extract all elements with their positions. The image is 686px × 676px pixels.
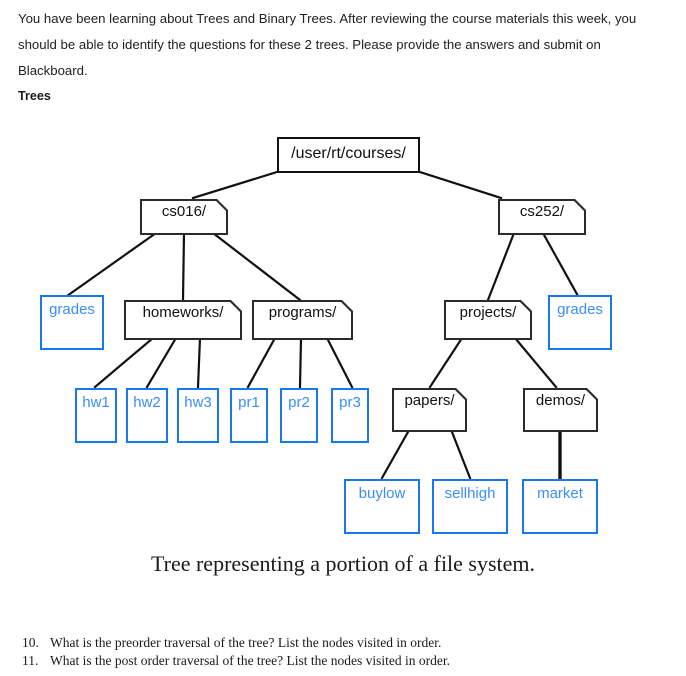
edge-cs016-homeworks xyxy=(181,231,186,302)
node-body xyxy=(142,201,226,233)
node-body xyxy=(500,201,584,233)
node-label: demos/ xyxy=(535,392,586,409)
edge-cs016-programs xyxy=(211,231,302,302)
node-label: cs016/ xyxy=(161,203,207,220)
node-body xyxy=(126,302,240,338)
edge-cs016-grades xyxy=(65,231,158,298)
node-homeworks[interactable]: homeworks/ xyxy=(124,300,242,340)
edge-root-cs016 xyxy=(191,170,279,200)
edge-homeworks-hw3 xyxy=(196,336,202,389)
edge-programs-pr1 xyxy=(246,336,277,389)
node-label: hw2 xyxy=(133,394,161,411)
question-text: What is the preorder traversal of the tr… xyxy=(50,635,442,650)
question-number: 11. xyxy=(22,653,39,668)
node-cs252[interactable]: cs252/ xyxy=(498,199,586,235)
node-label: projects/ xyxy=(459,304,517,321)
node-body xyxy=(525,390,596,430)
node-label: cs252/ xyxy=(519,203,565,220)
edge-homeworks-hw1 xyxy=(93,336,155,389)
tree-diagram: /user/rt/courses/ cs016/ cs252/ grades h… xyxy=(0,120,686,570)
node-body xyxy=(394,390,465,430)
node-buylow[interactable]: buylow xyxy=(344,479,420,534)
question-item: 11. What is the post order traversal of … xyxy=(22,652,662,670)
edge-homeworks-hw2 xyxy=(145,336,178,389)
tree-edges xyxy=(65,170,580,480)
node-pr3[interactable]: pr3 xyxy=(331,388,369,443)
node-label: pr3 xyxy=(339,394,361,411)
node-label: pr2 xyxy=(288,394,310,411)
questions-list: 10. What is the preorder traversal of th… xyxy=(22,634,662,670)
edge-projects-demos xyxy=(513,336,558,389)
node-label: sellhigh xyxy=(444,485,496,502)
edge-programs-pr2 xyxy=(298,336,303,389)
intro-paragraph: You have been learning about Trees and B… xyxy=(18,11,637,78)
node-demos[interactable]: demos/ xyxy=(523,388,598,432)
node-label: programs/ xyxy=(268,304,337,321)
node-label: homeworks/ xyxy=(142,304,224,321)
edge-papers-buylow xyxy=(380,430,410,480)
edge-cs252-projects xyxy=(486,231,516,302)
edge-papers-sellhigh xyxy=(450,430,472,480)
node-label: buylow xyxy=(358,485,406,502)
node-label: market xyxy=(537,485,583,502)
figure-caption: Tree representing a portion of a file sy… xyxy=(150,551,536,576)
node-cs016[interactable]: cs016/ xyxy=(140,199,228,235)
node-programs[interactable]: programs/ xyxy=(252,300,353,340)
node-grades-right[interactable]: grades xyxy=(548,295,612,350)
node-label: hw3 xyxy=(184,394,212,411)
edge-projects-papers xyxy=(428,336,464,389)
edge-cs252-grades xyxy=(541,231,580,298)
node-label: /user/rt/courses/ xyxy=(291,145,406,162)
edge-root-cs252 xyxy=(418,170,503,200)
node-hw1[interactable]: hw1 xyxy=(75,388,117,443)
node-label: hw1 xyxy=(82,394,110,411)
node-grades-left[interactable]: grades xyxy=(40,295,104,350)
node-body xyxy=(254,302,351,338)
question-item: 10. What is the preorder traversal of th… xyxy=(22,634,662,652)
node-pr1[interactable]: pr1 xyxy=(230,388,268,443)
node-projects[interactable]: projects/ xyxy=(444,300,532,340)
node-hw2[interactable]: hw2 xyxy=(126,388,168,443)
node-papers[interactable]: papers/ xyxy=(392,388,467,432)
node-hw3[interactable]: hw3 xyxy=(177,388,219,443)
question-text: What is the post order traversal of the … xyxy=(50,653,451,668)
node-market[interactable]: market xyxy=(522,479,598,534)
node-body xyxy=(446,302,530,338)
node-label: grades xyxy=(49,301,95,318)
question-number: 10. xyxy=(22,635,39,650)
edge-programs-pr3 xyxy=(325,336,354,389)
section-heading-trees: Trees xyxy=(18,89,51,103)
node-label: pr1 xyxy=(238,394,260,411)
node-pr2[interactable]: pr2 xyxy=(280,388,318,443)
node-root[interactable]: /user/rt/courses/ xyxy=(277,137,420,173)
node-label: grades xyxy=(557,301,603,318)
node-sellhigh[interactable]: sellhigh xyxy=(432,479,508,534)
node-label: papers/ xyxy=(404,392,455,409)
